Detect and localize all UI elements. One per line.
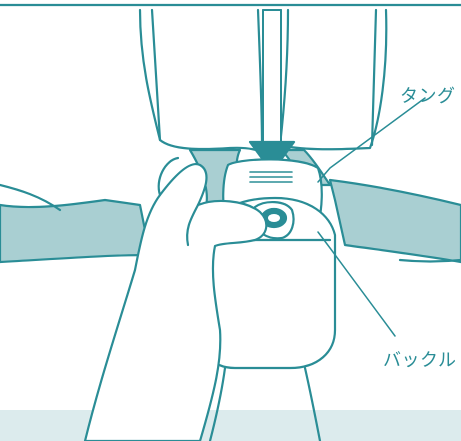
- buckle-leader-line: [317, 231, 396, 337]
- seat-crease-right: [370, 8, 378, 147]
- seat-crease-left: [150, 8, 162, 142]
- left-strap: [0, 198, 152, 264]
- tongue-label: タング: [400, 86, 456, 107]
- seat-lower-left: [208, 366, 227, 441]
- thumb: [157, 156, 180, 197]
- left-strap-edge: [0, 183, 62, 212]
- tongue-ridges: [249, 171, 293, 183]
- seat-lower-right: [303, 366, 322, 441]
- right-strap-edge: [398, 258, 461, 263]
- left-shoulder-pad: [138, 8, 270, 157]
- hand: [83, 162, 268, 441]
- right-strap: [328, 178, 461, 264]
- buckle-label: バックル: [383, 350, 457, 371]
- tongue-leader-line: [317, 97, 426, 183]
- floor-band: [0, 410, 461, 441]
- finger-crease: [186, 203, 200, 247]
- right-shoulder-pad: [278, 8, 388, 151]
